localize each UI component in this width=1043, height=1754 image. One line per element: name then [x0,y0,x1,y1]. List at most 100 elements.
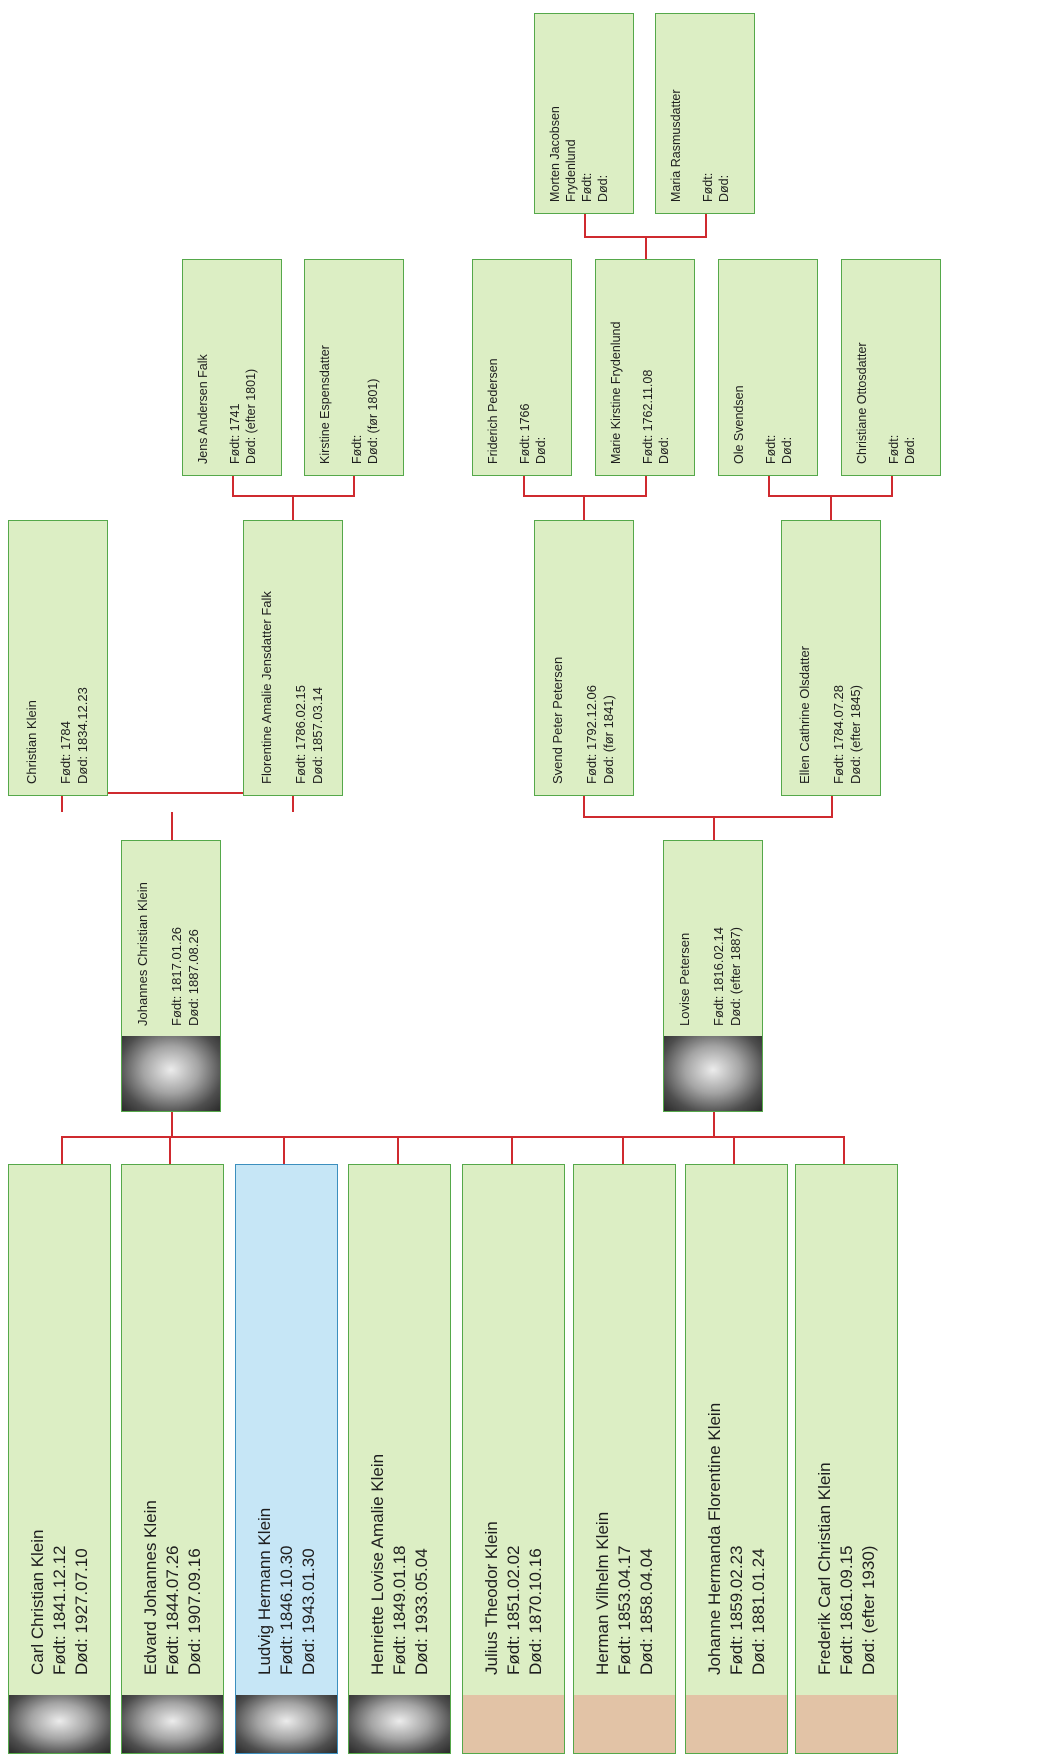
birth-date: Født: 1786.02.15 [293,684,308,784]
birth-date: Født: [350,434,364,464]
death-date: Død: (efter 1845) [848,685,863,784]
connector-line [645,237,647,260]
connector-line [713,1112,715,1137]
connector-line [523,495,647,497]
birth-date: Født: 1816.02.14 [711,926,726,1026]
person-box-kirstine-espensdatter[interactable]: Kirstine Espensdatter Født: Død: (før 18… [304,259,404,476]
birth-date: Født: 1841.12.12 [50,1545,69,1675]
birth-date: Født: 1861.09.15 [837,1545,856,1675]
connector-line [733,1136,735,1164]
death-date: Død: 1858.04.04 [637,1548,656,1675]
person-name: Morten Jacobsen [548,106,562,202]
connector-line [61,1136,845,1138]
connector-line [830,496,832,520]
connector-line [61,1136,63,1164]
death-date: Død: 1907.09.16 [185,1548,204,1675]
person-name: Friderich Pedersen [486,358,500,464]
person-box-ludvig-hermann-klein[interactable]: Ludvig Hermann Klein Født: 1846.10.30 Dø… [235,1164,338,1754]
connector-line [171,812,173,840]
person-box-florentine-amalie-jensdatter-falk[interactable]: Florentine Amalie Jensdatter Falk Født: … [243,520,343,796]
birth-date: Født: [701,172,715,202]
person-name: Marie Kirstine Frydenlund [609,321,623,464]
birth-date: Født: [887,434,901,464]
person-box-morten-jacobsen[interactable]: Morten Jacobsen Frydenlund Født: Død: [534,13,634,214]
death-date: Død: [780,436,794,464]
connector-line [768,476,770,496]
person-name: Julius Theodor Klein [482,1521,501,1675]
person-name: Henriette Lovise Amalie Klein [368,1453,387,1675]
portrait-photo [664,1036,762,1111]
person-box-edvard-johannes-klein[interactable]: Edvard Johannes Klein Født: 1844.07.26 D… [121,1164,224,1754]
connector-line [713,817,715,840]
portrait-photo [9,1695,110,1753]
person-name: Ellen Cathrine Olsdatter [797,645,812,784]
person-box-svend-peter-petersen[interactable]: Svend Peter Petersen Født: 1792.12.06 Dø… [534,520,634,796]
person-name: Edvard Johannes Klein [141,1500,160,1675]
person-box-lovise-petersen[interactable]: Lovise Petersen Født: 1816.02.14 Død: (e… [663,840,763,1112]
portrait-photo [236,1695,337,1753]
person-box-christiane-ottosdatter[interactable]: Christiane Ottosdatter Født: Død: [841,259,941,476]
death-date: Død: [903,436,917,464]
death-date: Død: 1887.08.26 [186,929,201,1026]
person-box-ellen-cathrine-olsdatter[interactable]: Ellen Cathrine Olsdatter Født: 1784.07.2… [781,520,881,796]
birth-date: Født: 1784.07.28 [831,684,846,784]
person-box-julius-theodor-klein[interactable]: Julius Theodor Klein Født: 1851.02.02 Dø… [462,1164,565,1754]
person-name: Christiane Ottosdatter [855,342,869,464]
person-box-ole-svendsen[interactable]: Ole Svendsen Født: Død: [718,259,818,476]
connector-line [622,1136,624,1164]
connector-line [584,214,586,237]
person-box-maria-rasmusdatter[interactable]: Maria Rasmusdatter Født: Død: [655,13,755,214]
connector-line [511,1136,513,1164]
connector-line [283,1136,285,1164]
person-box-marie-kirstine-frydenlund[interactable]: Marie Kirstine Frydenlund Født: 1762.11.… [595,259,695,476]
photo-placeholder [463,1695,564,1753]
photo-placeholder [574,1695,675,1753]
death-date: Død: [596,174,610,202]
portrait-photo [122,1695,223,1753]
birth-date: Født: [764,434,778,464]
person-box-herman-vilhelm-klein[interactable]: Herman Vilhelm Klein Født: 1853.04.17 Dø… [573,1164,676,1754]
person-name: Frederik Carl Christian Klein [815,1462,834,1675]
person-box-carl-christian-klein[interactable]: Carl Christian Klein Født: 1841.12.12 Dø… [8,1164,111,1754]
birth-date: Født: 1792.12.06 [584,684,599,784]
person-box-johanne-hermanda-florentine-klein[interactable]: Johanne Hermanda Florentine Klein Født: … [685,1164,788,1754]
connector-line [583,496,585,520]
death-date: Død: 1881.01.24 [749,1548,768,1675]
connector-line [843,1136,845,1164]
connector-line [705,214,707,237]
person-box-frederik-carl-christian-klein[interactable]: Frederik Carl Christian Klein Født: 1861… [795,1164,898,1754]
birth-date: Født: 1817.01.26 [169,926,184,1026]
connector-line [292,496,294,520]
birth-date: Født: 1762.11.08 [641,369,655,464]
death-date: Død: 1870.10.16 [526,1548,545,1675]
person-box-johannes-christian-klein[interactable]: Johannes Christian Klein Født: 1817.01.2… [121,840,221,1112]
person-box-henriette-lovise-amalie-klein[interactable]: Henriette Lovise Amalie Klein Født: 1849… [348,1164,451,1754]
death-date: Død: 1933.05.04 [412,1548,431,1675]
birth-date: Født: 1741 [228,403,242,464]
person-name: Herman Vilhelm Klein [593,1511,612,1675]
connector-line [169,1136,171,1164]
death-date: Død: 1857.03.14 [310,687,325,784]
person-name: Maria Rasmusdatter [669,89,683,202]
birth-date: Født: 1766 [518,403,532,464]
connector-line [171,1112,173,1137]
birth-date: Født: 1849.01.18 [390,1545,409,1675]
person-name: Ole Svendsen [732,385,746,464]
connector-line [292,792,294,812]
birth-date: Født: 1851.02.02 [504,1545,523,1675]
person-name: Johanne Hermanda Florentine Klein [705,1402,724,1675]
person-name: Svend Peter Petersen [550,656,565,784]
photo-placeholder [686,1695,787,1753]
person-name: Christian Klein [24,700,39,784]
person-name: Kirstine Espensdatter [318,345,332,464]
person-box-christian-klein[interactable]: Christian Klein Født: 1784 Død: 1834.12.… [8,520,108,796]
person-box-friderich-pedersen[interactable]: Friderich Pedersen Født: 1766 Død: [472,259,572,476]
person-name: Florentine Amalie Jensdatter Falk [259,591,274,784]
connector-line [61,792,294,794]
person-name: Johannes Christian Klein [135,882,150,1026]
death-date: Død: 1834.12.23 [75,687,90,784]
connector-line [353,476,355,496]
connector-line [397,1136,399,1164]
birth-date: Født: 1844.07.26 [163,1545,182,1675]
person-box-jens-andersen-falk[interactable]: Jens Andersen Falk Født: 1741 Død: (efte… [182,259,282,476]
